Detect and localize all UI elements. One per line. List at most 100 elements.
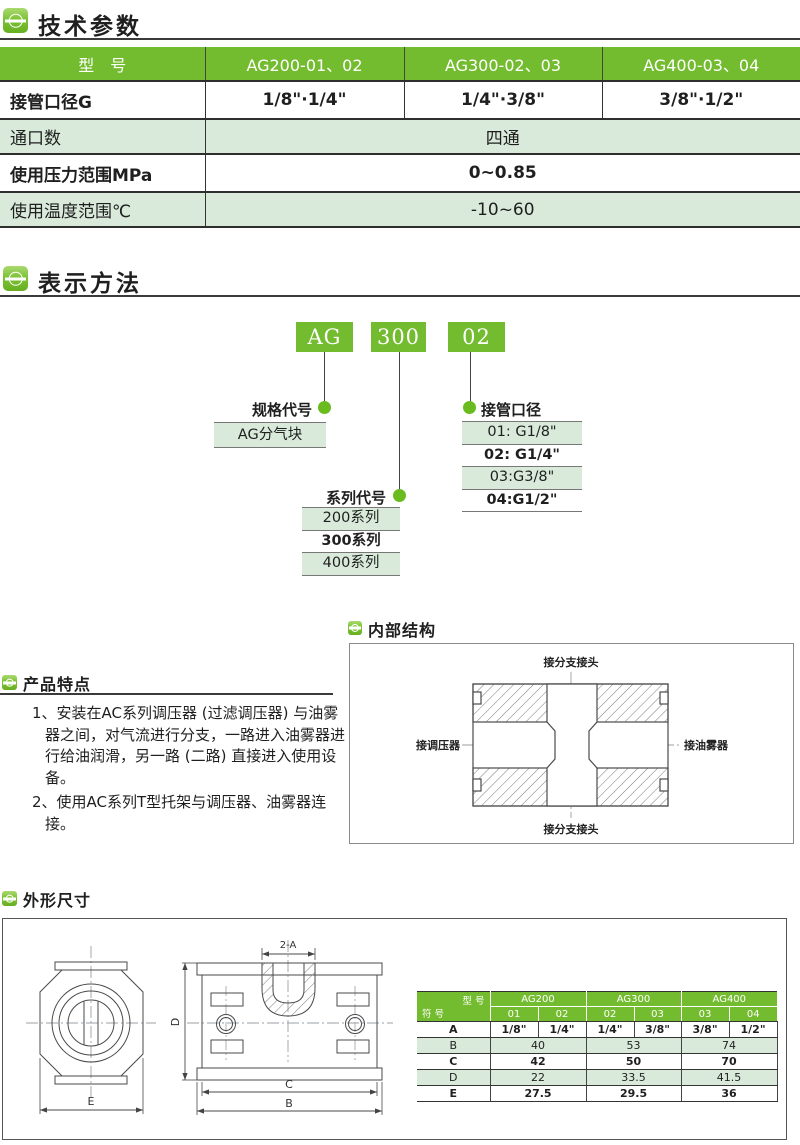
spec-cell: -10~60	[205, 192, 800, 228]
dim-model-cell: AG200	[490, 991, 587, 1007]
features-title: 产品特点	[23, 675, 92, 694]
spec-header-row: 型 号 AG200-01、02 AG300-02、03 AG400-03、04	[0, 47, 800, 82]
dim-row-a: A 1/8" 1/4" 1/4" 3/8" 3/8" 1/2"	[417, 1021, 778, 1038]
dim-port-cell: 03	[681, 1006, 730, 1022]
dim-port-cell: 04	[729, 1006, 778, 1022]
dim-cell: 1/8"	[490, 1021, 539, 1038]
internal-structure-title: 内部结构	[368, 621, 437, 640]
spec-row-label: 使用温度范围℃	[0, 192, 206, 228]
section-logo-icon	[2, 891, 17, 906]
dim-label-e: E	[88, 1095, 95, 1108]
feature-item: 2、使用AC系列T型托架与调压器、油雾器连接。	[32, 793, 327, 833]
dim-port-cell: 03	[634, 1006, 682, 1022]
feature-item: 1、安装在AC系列调压器 (过滤调压器) 与油雾器之间，对气流进行分支，一路进入…	[32, 704, 346, 787]
connector-dot	[393, 489, 406, 502]
order-code-prefix: AG	[296, 322, 353, 352]
dim-row-c: C 42 50 70	[417, 1053, 778, 1070]
internal-structure-diagram	[462, 672, 680, 818]
spec-code-list: AG分气块	[214, 422, 326, 448]
port-size-list: 01: G1/8" 02: G1/4" 03:G3/8" 04:G1/2"	[462, 421, 582, 512]
dim-cell: 3/8"	[634, 1021, 682, 1038]
spec-cell: 1/8"·1/4"	[205, 81, 405, 120]
dim-cell: 36	[681, 1085, 778, 1102]
spec-table: 型 号 AG200-01、02 AG300-02、03 AG400-03、04 …	[0, 47, 800, 228]
dim-cell: 33.5	[586, 1069, 682, 1086]
spec-cell: 3/8"·1/2"	[602, 81, 800, 120]
spec-row-label: 接管口径G	[0, 81, 206, 120]
dim-cell: 74	[681, 1037, 778, 1054]
internal-label-right: 接油雾器	[684, 739, 728, 752]
dimensions-title: 外形尺寸	[23, 891, 92, 910]
dim-label-d: D	[169, 1018, 182, 1026]
dim-row-label: A	[417, 1021, 491, 1038]
corner-symbol-label: 符 号	[422, 1009, 445, 1020]
spec-row-port-size: 接管口径G 1/8"·1/4" 1/4"·3/8" 3/8"·1/2"	[0, 81, 800, 120]
cross-section	[472, 683, 669, 807]
dim-row-e: E 27.5 29.5 36	[417, 1085, 778, 1102]
dim-cell: 42	[490, 1053, 587, 1070]
dim-cell: 70	[681, 1053, 778, 1070]
internal-label-left: 接调压器	[416, 739, 460, 752]
list-item: 300系列	[302, 530, 400, 553]
section-logo-icon	[348, 621, 362, 635]
order-code-port: 02	[448, 322, 505, 352]
spec-header-cell: AG200-01、02	[205, 47, 405, 82]
spec-cell: 0~0.85	[205, 154, 800, 193]
ordering-title: 表示方法	[38, 271, 142, 297]
dimension-table: 型 号 符 号 AG200 AG300 AG400 01 02 02 03 03…	[417, 991, 778, 1102]
spec-header-cell: 型 号	[0, 47, 206, 82]
dim-label-b: B	[285, 1097, 293, 1110]
dim-row-label: E	[417, 1085, 491, 1102]
spec-header-cell: AG300-02、03	[404, 47, 603, 82]
dim-model-cell: AG400	[681, 991, 778, 1007]
dim-row-d: D 22 33.5 41.5	[417, 1069, 778, 1086]
spec-row-ports: 通口数 四通	[0, 119, 800, 155]
dim-port-cell: 02	[586, 1006, 635, 1022]
internal-label-bottom: 接分支接头	[543, 823, 599, 836]
dim-row-b: B 40 53 74	[417, 1037, 778, 1054]
dim-port-row: 01 02 02 03 03 04	[417, 1006, 778, 1022]
dim-cell: 40	[490, 1037, 587, 1054]
spec-cell: 1/4"·3/8"	[404, 81, 603, 120]
features-list: 1、安装在AC系列调压器 (过滤调压器) 与油雾器之间，对气流进行分支，一路进入…	[32, 703, 348, 838]
dim-cell: 22	[490, 1069, 587, 1086]
title-rule	[0, 295, 800, 297]
connector-line	[470, 352, 471, 404]
dim-cell: 1/4"	[538, 1021, 587, 1038]
list-item: AG分气块	[214, 423, 326, 448]
side-view-drawing: 2-A D C B	[169, 940, 393, 1115]
dim-port-cell: 01	[490, 1006, 539, 1022]
dim-cell: 50	[586, 1053, 682, 1070]
spec-row-label: 使用压力范围MPa	[0, 154, 206, 193]
spec-row-label: 通口数	[0, 119, 206, 155]
dim-corner-cell: 型 号 符 号	[417, 991, 491, 1022]
front-view-drawing: E	[26, 946, 156, 1114]
spec-row-pressure: 使用压力范围MPa 0~0.85	[0, 154, 800, 193]
spec-cell: 四通	[205, 119, 800, 155]
section-logo-icon	[2, 675, 17, 690]
dim-cell: 3/8"	[681, 1021, 730, 1038]
dim-label-port: 2-A	[280, 940, 297, 951]
dim-cell: 1/2"	[729, 1021, 778, 1038]
dim-cell: 29.5	[586, 1085, 682, 1102]
list-item: 01: G1/8"	[462, 422, 582, 445]
connector-dot	[463, 401, 476, 414]
port-size-label: 接管口径	[481, 401, 542, 419]
section-logo-icon	[3, 266, 28, 291]
dim-header-row: 型 号 符 号 AG200 AG300 AG400	[417, 991, 778, 1022]
spec-code-label: 规格代号	[251, 401, 312, 419]
title-rule	[0, 693, 333, 695]
dim-label-c: C	[285, 1078, 293, 1091]
series-code-label: 系列代号	[325, 489, 386, 507]
dim-row-label: D	[417, 1069, 491, 1086]
connector-dot	[318, 401, 331, 414]
connector-line	[324, 352, 325, 404]
spec-header-cell: AG400-03、04	[602, 47, 800, 82]
dim-cell: 41.5	[681, 1069, 778, 1086]
series-code-list: 200系列 300系列 400系列	[302, 507, 400, 576]
dim-cell: 1/4"	[586, 1021, 635, 1038]
dim-row-label: B	[417, 1037, 491, 1054]
list-item: 02: G1/4"	[462, 444, 582, 467]
dim-model-cell: AG300	[586, 991, 682, 1007]
